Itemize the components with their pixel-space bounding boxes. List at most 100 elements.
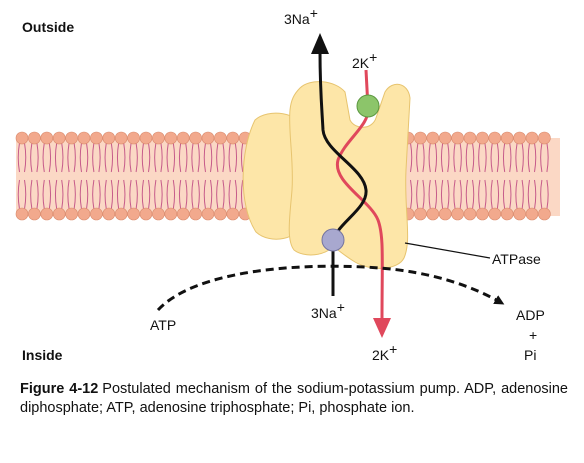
lipid-tail (67, 179, 70, 210)
lipid-tail (546, 179, 549, 210)
sodium-out-label: 3Na+ (284, 5, 318, 27)
lipid-tail (48, 179, 52, 210)
lipid-head (65, 207, 78, 221)
lipid-tail (203, 142, 206, 173)
lipid-head (525, 207, 539, 221)
lipid-head (226, 131, 240, 145)
lipid-tail (228, 179, 231, 210)
lipid-tail (234, 142, 238, 173)
lipid-tail (178, 142, 182, 173)
lipid-head (513, 131, 526, 145)
lipid-head (176, 131, 190, 145)
lipid-tail (440, 142, 444, 173)
lipid-tail (509, 142, 512, 173)
protein-main-body (288, 81, 411, 269)
lipid-tail (178, 179, 182, 210)
lipid-head (77, 207, 91, 221)
lipid-tail (540, 179, 543, 210)
lipid-head (102, 131, 116, 145)
lipid-tail (472, 142, 475, 173)
lipid-head (414, 131, 427, 145)
sodium-binding-site (321, 228, 345, 252)
potassium-arrowhead-icon (373, 318, 391, 338)
lipid-head (114, 131, 128, 145)
lipid-head (189, 207, 202, 221)
lipid-tail (24, 142, 27, 173)
lipid-tail (98, 142, 101, 173)
lipid-tail (416, 179, 419, 210)
lipid-tail (453, 179, 456, 210)
outside-label: Outside (22, 19, 74, 35)
lipid-head (152, 131, 165, 145)
lipid-tail (154, 142, 157, 173)
lipid-tail (54, 142, 58, 173)
lipid-tail (210, 179, 213, 210)
lipid-tail (42, 179, 45, 210)
atp-label: ATP (150, 317, 176, 333)
lipid-tail (447, 179, 450, 210)
figure-number: Figure 4-12 (20, 381, 99, 397)
lipid-tail (42, 142, 45, 173)
lipid-head (139, 207, 153, 221)
lipid-heads (15, 131, 551, 221)
lipid-tail (465, 142, 468, 173)
lipid-tail (79, 179, 82, 210)
lipid-tail (422, 179, 425, 210)
lipid-tail (521, 142, 524, 173)
lipid-tail (30, 179, 33, 210)
lipid-head (102, 207, 116, 221)
lipid-tail (135, 142, 138, 173)
lipid-tail (172, 179, 176, 210)
lipid-head (15, 207, 29, 221)
lipid-tail (534, 142, 537, 173)
lipid-tail (185, 142, 188, 173)
lipid-tail (148, 179, 151, 210)
lipid-tail (30, 142, 33, 173)
lipid-head (201, 131, 215, 145)
lipid-tail (502, 179, 506, 210)
lipid-tail (67, 142, 70, 173)
lipid-head (28, 131, 41, 145)
lipid-tail (98, 179, 101, 210)
lipid-tail (73, 142, 76, 173)
lipid-tail (141, 179, 144, 210)
lipid-tail (540, 142, 543, 173)
lipid-head (525, 131, 539, 145)
lipid-tail (36, 179, 39, 210)
lipid-tail (79, 142, 82, 173)
lipid-tail (48, 142, 52, 173)
lipid-tail (135, 179, 138, 210)
lipid-tail (86, 142, 89, 173)
lipid-head (414, 207, 427, 221)
lipid-tail (465, 179, 468, 210)
lipid-tail (191, 179, 194, 210)
lipid-head (176, 207, 190, 221)
lipid-tails (17, 142, 549, 210)
lipid-head (426, 207, 440, 221)
lipid-tail (210, 142, 213, 173)
lipid-head (500, 131, 514, 145)
lipid-tail (416, 142, 419, 173)
lipid-tail (148, 142, 151, 173)
lipid-tail (86, 179, 89, 210)
lipid-tail (240, 142, 244, 173)
lipid-tail (129, 142, 132, 173)
lipid-tail (110, 179, 114, 210)
lipid-tail (515, 179, 518, 210)
lipid-head (201, 207, 215, 221)
lipid-head (214, 207, 227, 221)
lipid-tail (527, 179, 530, 210)
lipid-head (538, 131, 551, 145)
lipid-tail (434, 142, 438, 173)
lipid-head (476, 131, 489, 145)
lipid-tail (496, 179, 500, 210)
lipid-head (90, 131, 103, 145)
lipid-head (426, 131, 440, 145)
lipid-tail (222, 142, 225, 173)
lipid-head (214, 131, 227, 145)
lipid-tail (160, 142, 163, 173)
lipid-head (438, 207, 452, 221)
lipid-tail (459, 142, 462, 173)
lipid-tail (54, 179, 58, 210)
